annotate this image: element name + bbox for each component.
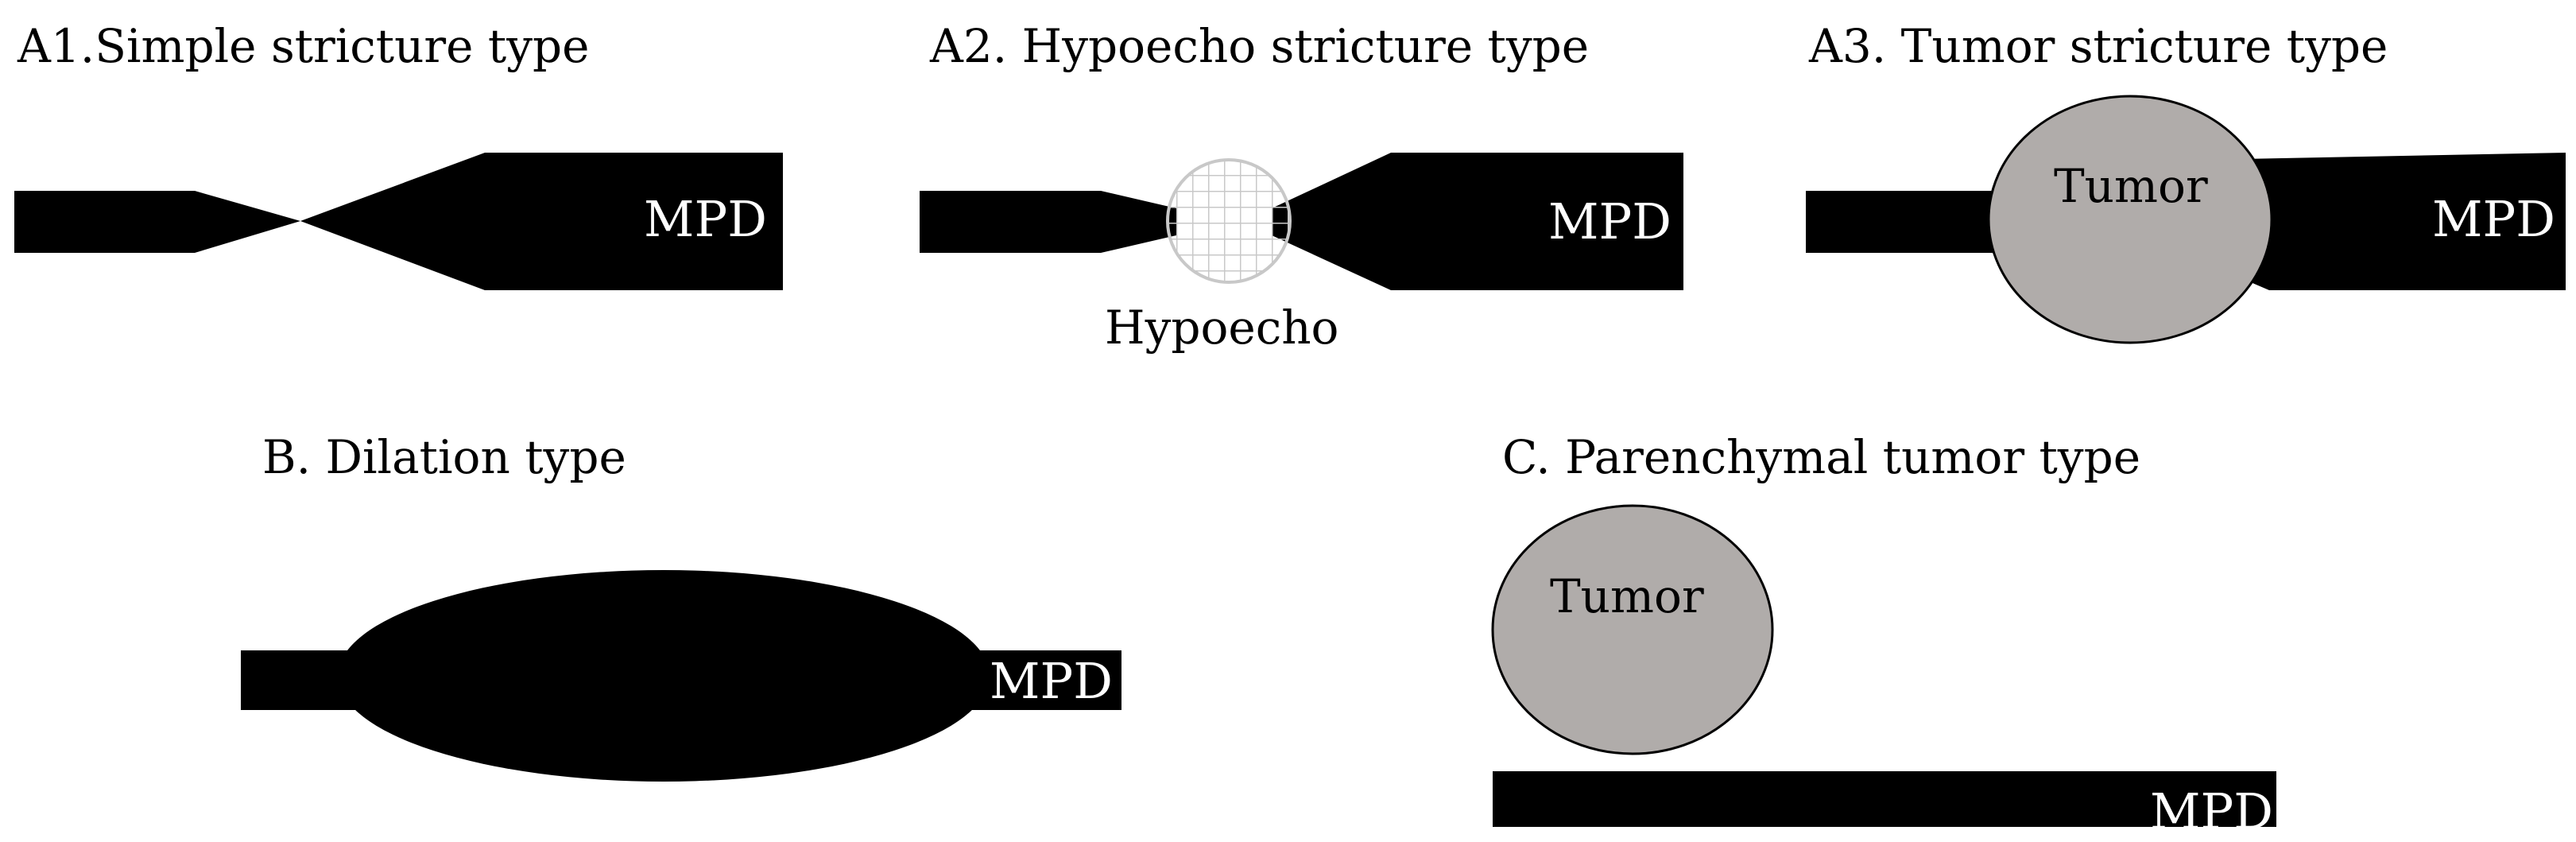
tumor-label: Tumor (1550, 569, 1704, 623)
panel-c-title: C. Parenchymal tumor type (1502, 430, 2140, 484)
tumor (1491, 504, 1774, 755)
main-pancreatic-duct-dilated (1272, 153, 1683, 290)
mpd-label: MPD (1548, 192, 1671, 250)
tumor (1987, 95, 2273, 344)
mpd-label: MPD (644, 190, 767, 248)
mpd-label: MPD (990, 652, 1113, 710)
mpd-label: MPD (2150, 782, 2273, 840)
panel-a3-title: A3. Tumor stricture type (1808, 19, 2388, 73)
main-pancreatic-duct (14, 153, 783, 290)
panel-a2-hypoecho-stricture: A2. Hypoecho stricture type MPD Hypoecho (920, 19, 1683, 355)
panel-a1-title: A1.Simple stricture type (17, 19, 589, 73)
panel-b-title: B. Dilation type (262, 430, 626, 484)
main-pancreatic-duct-dilated (2241, 153, 2566, 290)
tumor-label: Tumor (2054, 159, 2208, 213)
panel-a3-tumor-stricture: A3. Tumor stricture type Tumor MPD (1806, 19, 2566, 344)
dilated-duct (338, 570, 990, 782)
mpd-label: MPD (2432, 190, 2555, 248)
hypoecho-area (1166, 158, 1292, 284)
panel-a2-title: A2. Hypoecho stricture type (929, 19, 1589, 73)
main-pancreatic-duct (1493, 771, 2276, 827)
panel-b-dilation: B. Dilation type MPD (241, 430, 1121, 782)
panel-a1-simple-stricture: A1.Simple stricture type MPD (14, 19, 783, 290)
panel-c-parenchymal-tumor: C. Parenchymal tumor type Tumor MPD (1491, 430, 2276, 840)
main-pancreatic-duct (920, 191, 1176, 253)
main-pancreatic-duct (1806, 191, 2012, 253)
hypoecho-label: Hypoecho (1105, 301, 1338, 355)
